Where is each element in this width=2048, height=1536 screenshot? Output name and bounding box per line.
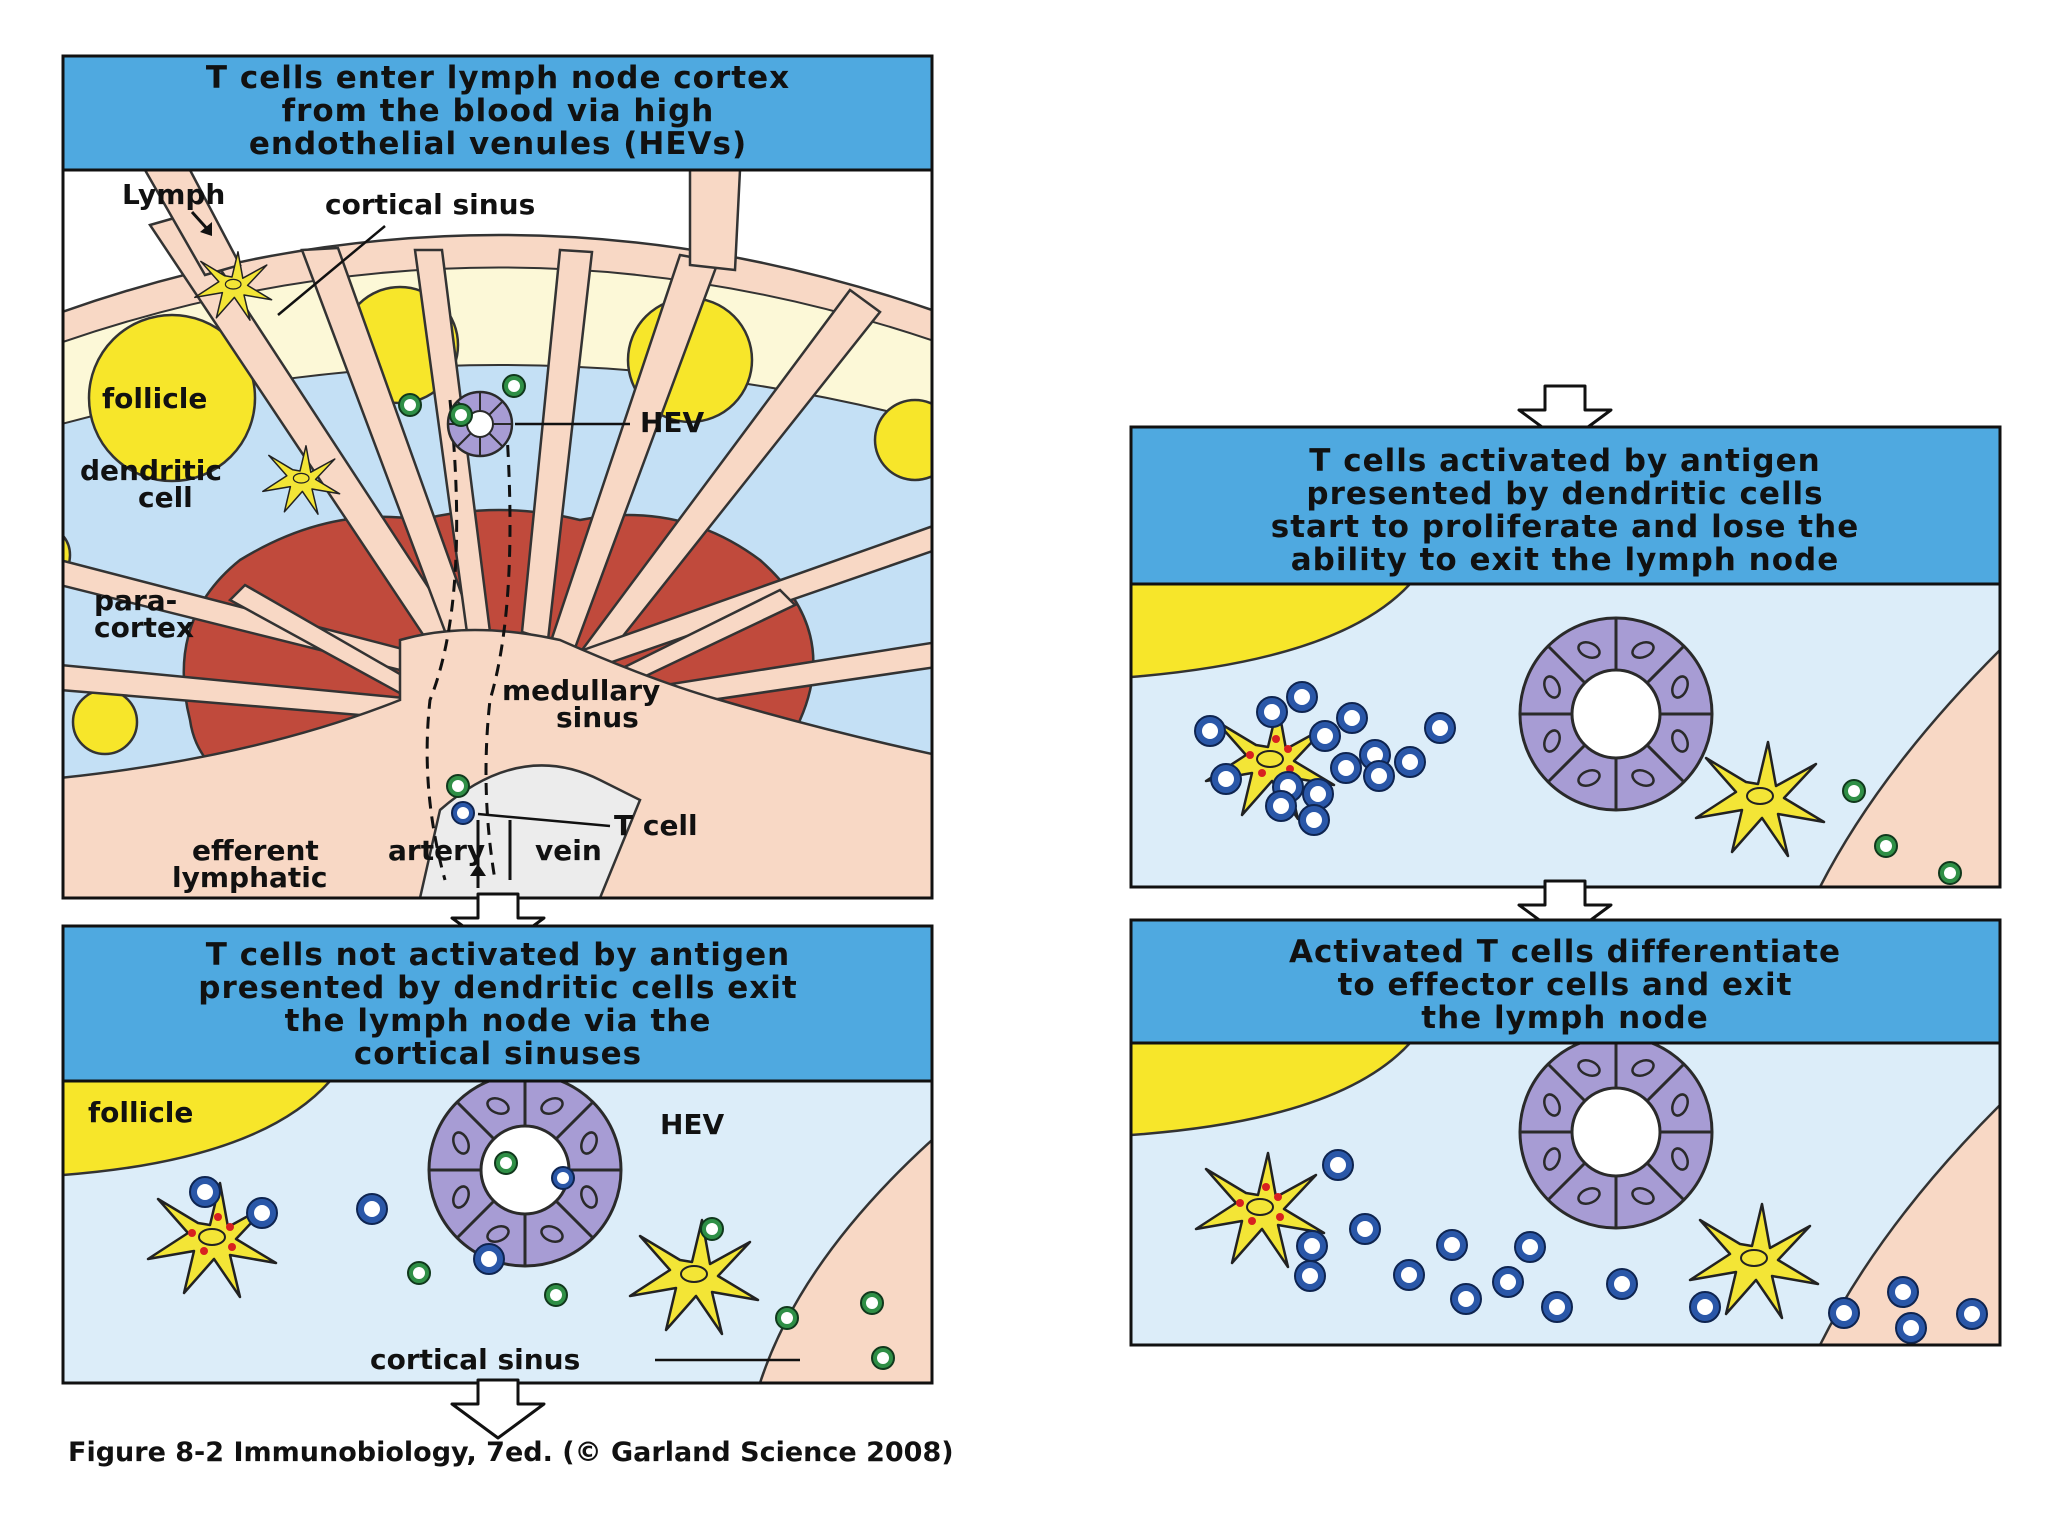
panel3-header-line1: T cells activated by antigen [1309,443,1820,479]
panel2-header-line3: the lymph node via the [285,1003,712,1039]
panel2-header-line2: presented by dendritic cells exit [198,970,797,1006]
leader-t-cell [477,812,611,828]
panel3-header-line3: start to proliferate and lose the [1271,509,1859,545]
panel4-header-line1: Activated T cells differentiate [1289,934,1841,970]
medullary-sinus [63,628,932,898]
figure-caption: Figure 8-2 Immunobiology, 7ed. (© Garlan… [68,1437,954,1468]
label-paracortex-line2: cortex [94,611,194,644]
panel2-header-line1: T cells not activated by antigen [206,937,790,973]
t-cell-blue [356,1193,388,1225]
follicle-edge [1131,1043,1412,1137]
flow-arrow-2-out [450,1378,546,1440]
t-cell-green [700,1217,724,1241]
t-cell-green [1842,779,1866,803]
t-cell-green [1938,861,1962,885]
panel4-header-line3: the lymph node [1421,1000,1708,1036]
panel2-header-line4: cortical sinuses [354,1036,642,1072]
label-dendritic-cell-line2: cell [138,481,193,514]
panel1-header-line1: T cells enter lymph node cortex [206,60,790,96]
t-cell-blue [451,801,475,825]
label-follicle: follicle [102,382,207,415]
label-paracortex-line1: para- [94,584,177,617]
label-vein: vein [535,834,602,867]
leader-cortical-sinus [277,225,386,316]
panel-exit-not-activated: T cells not activated by antigen present… [61,924,934,1385]
t-cell-green [871,1346,895,1370]
label-efferent-lymphatic-line2: lymphatic [172,861,327,894]
label-dendritic-cell-line1: dendritic [80,454,222,487]
t-cell-green [775,1306,799,1330]
panel4-header-line2: to effector cells and exit [1338,967,1793,1003]
t-cell-blue [189,1176,221,1208]
label-p2-cortical-sinus: cortical sinus [370,1343,580,1376]
cortical-sinus-region [1818,1103,2000,1345]
hev-vessel [1518,616,1714,812]
follicle-edge [1131,584,1412,679]
hev-vessel [427,1081,623,1268]
panel3-header-line2: presented by dendritic cells [1306,476,1823,512]
label-artery: artery [388,834,485,867]
panel3-header-bar [1129,425,2002,586]
t-cell-green [544,1283,568,1307]
t-cell-green [494,1151,518,1175]
t-cell-green [860,1291,884,1315]
panel-hev-entry: T cells enter lymph node cortex from the… [61,54,934,900]
t-cell-green [1874,834,1898,858]
t-cell-green [502,374,526,398]
cortical-sinus-region [1818,648,2000,887]
t-cell-green [398,393,422,417]
panel4-header-bar [1129,918,2002,1045]
t-cell-green [449,403,473,427]
label-lymph: Lymph [122,178,225,211]
follicle [71,688,139,756]
t-cell-blue [551,1166,575,1190]
follicle [873,398,932,482]
follicle-labeled [87,313,257,483]
label-medullary-sinus-line2: sinus [556,701,639,734]
follicle-edge [63,1081,332,1177]
label-hev: HEV [640,406,705,439]
cortical-sinus-region [758,1138,932,1383]
label-medullary-sinus-line1: medullary [502,674,660,707]
panel1-header-line2: from the blood via high [282,93,715,129]
panel-activated-proliferate: T cells activated by antigen presented b… [1129,425,2002,889]
t-cell-blue [246,1197,278,1229]
t-cell-green [407,1261,431,1285]
lymph-node-cross-section [63,170,932,898]
panel1-header-line3: endothelial venules (HEVs) [249,126,747,162]
label-efferent-lymphatic-line1: efferent [192,834,319,867]
label-p2-follicle: follicle [88,1096,193,1129]
label-p2-hev: HEV [660,1108,725,1141]
panel3-header-line4: ability to exit the lymph node [1291,542,1839,578]
t-cell-blue [473,1243,505,1275]
label-t-cell: T cell [614,809,698,842]
hev-vessel [1518,1043,1714,1230]
t-cell-green [446,774,470,798]
panel-effector-exit: Activated T cells differentiate to effec… [1129,918,2002,1347]
label-cortical-sinus: cortical sinus [325,188,535,221]
panel1-header-bar [61,54,934,172]
